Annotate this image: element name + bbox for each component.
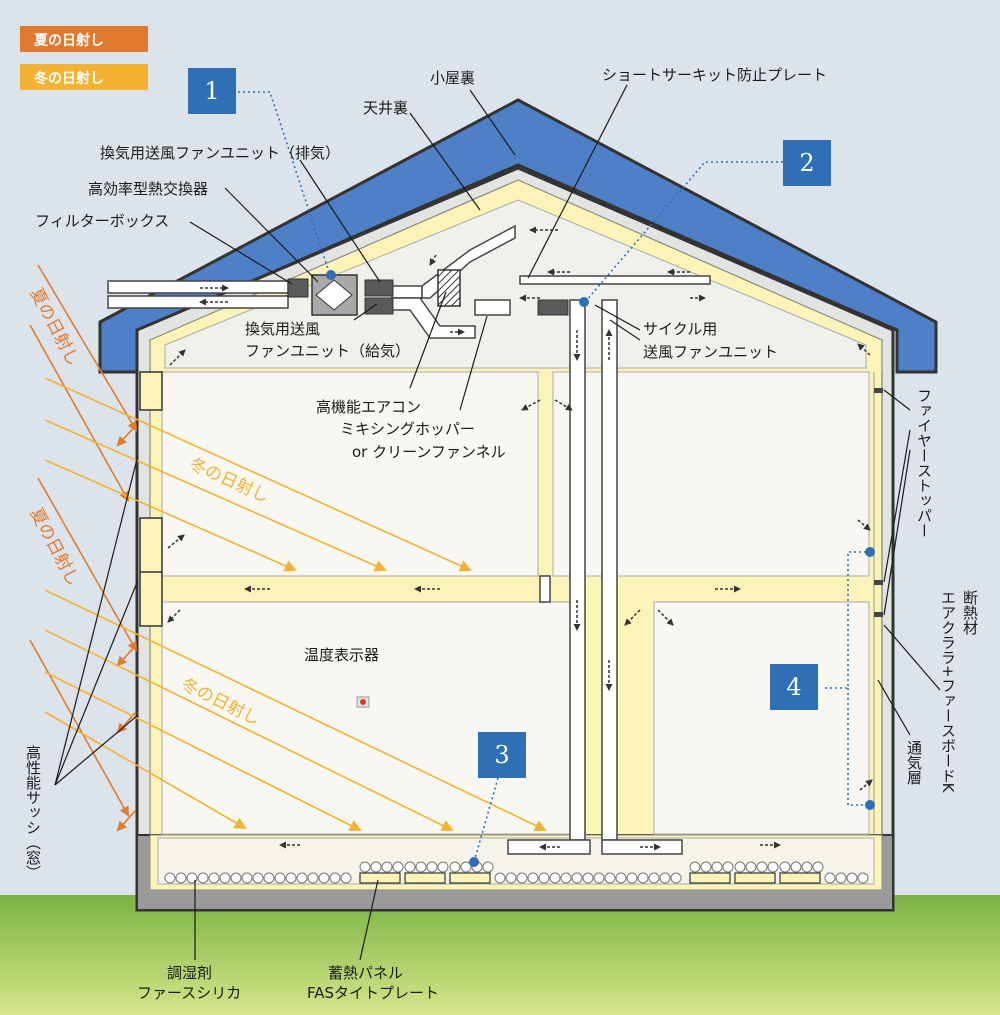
ground	[0, 895, 1000, 1015]
label-heat-exchanger: 高効率型熱交換器	[88, 180, 208, 198]
fire-stopper-3	[874, 612, 883, 617]
legend-winter: 冬の日射し	[34, 70, 104, 87]
label-heat-panel-2: FASタイトプレート	[307, 984, 439, 1002]
badge-1-number: 1	[204, 77, 219, 105]
room-lower-right	[653, 601, 870, 835]
room-lower-left	[161, 601, 575, 835]
ducts	[107, 224, 711, 855]
fire-stopper-2	[874, 580, 883, 585]
label-cycle-fan-unit-2: 送風ファンユニット	[643, 343, 778, 361]
label-clean-funnel: or クリーンファンネル	[352, 443, 506, 461]
filter-box	[287, 278, 309, 298]
label-exhaust-fan-unit: 換気用送風ファンユニット（排気）	[100, 144, 340, 162]
label-humidity-agent-2: ファースシリカ	[137, 984, 241, 1002]
badge-1	[188, 68, 236, 114]
badge-2	[783, 140, 831, 186]
sash-top	[139, 371, 163, 411]
summer-rays	[29, 264, 138, 817]
room-upper-right	[552, 371, 870, 577]
label-sash: 高性能サッシ（窓）	[24, 745, 42, 880]
silica-row	[164, 861, 869, 884]
fan-unit-supply	[364, 297, 394, 315]
label-ceiling-space: 天井裏	[363, 99, 408, 117]
label-filter-box: フィルターボックス	[35, 212, 169, 230]
label-aircon: 高機能エアコン	[316, 398, 421, 416]
legend-summer: 夏の日射し	[34, 32, 104, 49]
label-heat-panel-1: 蓄熱パネル	[328, 964, 403, 982]
legend-winter-swatch	[20, 64, 148, 90]
fan-unit-exhaust	[364, 279, 394, 297]
badge-leaders	[238, 91, 868, 863]
badge-4-number: 4	[786, 673, 801, 701]
label-air-layer: 通気層	[905, 740, 923, 785]
badge-2-number: 2	[799, 149, 814, 177]
room-upper-left	[161, 371, 539, 577]
label-humidity-agent-1: 調湿剤	[167, 964, 212, 982]
roof	[98, 98, 938, 374]
heat-panels	[359, 872, 821, 884]
badge-4	[770, 664, 818, 710]
cycle-fan-unit	[537, 299, 569, 316]
airflow-arrows	[167, 226, 873, 851]
winter-rays	[44, 377, 547, 832]
label-mixing-hopper: ミキシングホッパー	[340, 420, 475, 438]
label-insulation-1: 断熱材	[961, 590, 979, 635]
label-insulation-2: エアクララ+ファースボードK	[939, 590, 957, 794]
label-cycle-fan-unit-1: サイクル用	[643, 320, 717, 338]
badge-dots	[326, 270, 875, 867]
label-supply-fan-unit-1: 換気用送風	[245, 320, 320, 338]
legend-summer-swatch	[20, 26, 148, 52]
label-temp-display: 温度表示器	[304, 646, 379, 664]
aircon-unit	[437, 269, 461, 307]
badge-3	[478, 732, 526, 778]
label-fire-stopper: ファイヤーストッパー	[915, 388, 933, 538]
fire-stopper-1	[874, 388, 883, 393]
label-short-circuit-plate: ショートサーキット防止プレート	[602, 66, 827, 84]
label-supply-fan-unit-2: ファンユニット（給気）	[245, 342, 410, 360]
label-attic: 小屋裏	[430, 69, 475, 87]
badge-3-number: 3	[494, 741, 509, 769]
temperature-display-icon	[356, 696, 370, 708]
attic-space	[164, 199, 867, 369]
label-summer-sun-lower: 夏の日射し	[26, 505, 84, 589]
label-leaders	[54, 84, 941, 961]
